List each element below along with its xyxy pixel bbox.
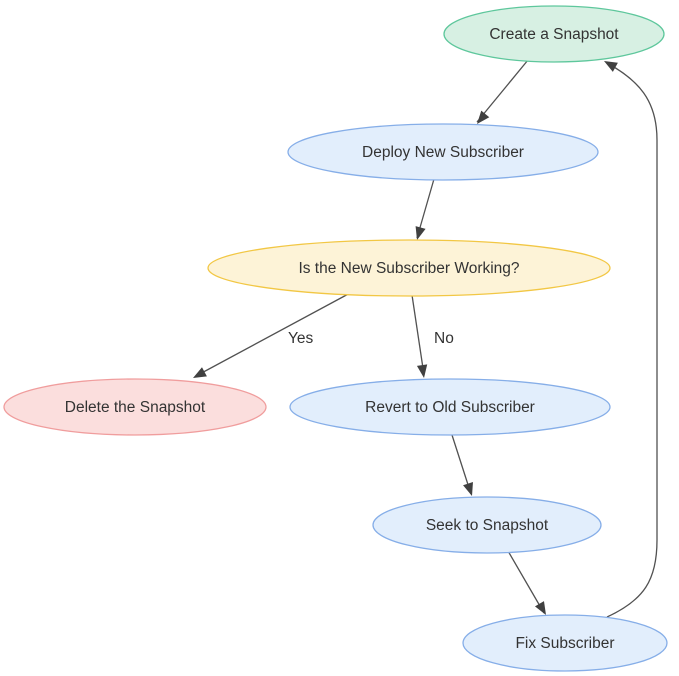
node-shape[interactable] bbox=[207, 239, 611, 297]
node-working[interactable]: Is the New Subscriber Working? bbox=[207, 239, 611, 297]
edge-seek-to-fix bbox=[507, 550, 546, 615]
edge-line bbox=[606, 62, 658, 618]
edge-create-to-deploy bbox=[476, 59, 529, 124]
node-shape[interactable] bbox=[287, 123, 599, 181]
edges-layer bbox=[193, 59, 658, 618]
node-label: Create a Snapshot bbox=[489, 26, 619, 43]
node-deploy[interactable]: Deploy New Subscriber bbox=[287, 123, 599, 181]
node-create[interactable]: Create a Snapshot bbox=[443, 5, 665, 63]
edge-line bbox=[507, 550, 545, 614]
node-shape[interactable] bbox=[462, 614, 668, 672]
node-label: Fix Subscriber bbox=[515, 635, 614, 652]
node-delete[interactable]: Delete the Snapshot bbox=[3, 378, 267, 436]
node-label: Revert to Old Subscriber bbox=[365, 399, 535, 416]
arrow-head-icon bbox=[416, 364, 428, 378]
edge-line bbox=[476, 59, 529, 123]
edge-working-to-revert bbox=[411, 294, 428, 378]
node-revert[interactable]: Revert to Old Subscriber bbox=[289, 378, 611, 436]
node-shape[interactable] bbox=[372, 496, 602, 554]
edge-working-to-delete bbox=[193, 291, 353, 378]
node-label: Deploy New Subscriber bbox=[362, 144, 524, 161]
node-label: Is the New Subscriber Working? bbox=[298, 260, 519, 277]
edge-fix-to-create bbox=[604, 61, 658, 618]
edge-deploy-to-working bbox=[415, 178, 435, 240]
arrow-head-icon bbox=[477, 110, 490, 124]
node-label: Delete the Snapshot bbox=[65, 399, 206, 416]
edge-line bbox=[411, 294, 425, 376]
arrow-head-icon bbox=[193, 367, 207, 378]
arrow-head-icon bbox=[534, 601, 546, 615]
edge-label-yes: Yes bbox=[288, 330, 314, 347]
node-shape[interactable] bbox=[289, 378, 611, 436]
arrow-head-icon bbox=[415, 226, 426, 240]
edge-revert-to-seek bbox=[451, 434, 473, 496]
edge-labels-layer: Yes No bbox=[288, 330, 454, 347]
node-fix[interactable]: Fix Subscriber bbox=[462, 614, 668, 672]
edge-label-no: No bbox=[434, 330, 454, 347]
node-seek[interactable]: Seek to Snapshot bbox=[372, 496, 602, 554]
arrow-head-icon bbox=[604, 61, 618, 72]
arrow-head-icon bbox=[463, 482, 473, 496]
edge-line bbox=[195, 291, 353, 377]
node-shape[interactable] bbox=[443, 5, 665, 63]
node-shape[interactable] bbox=[3, 378, 267, 436]
node-label: Seek to Snapshot bbox=[426, 517, 549, 534]
